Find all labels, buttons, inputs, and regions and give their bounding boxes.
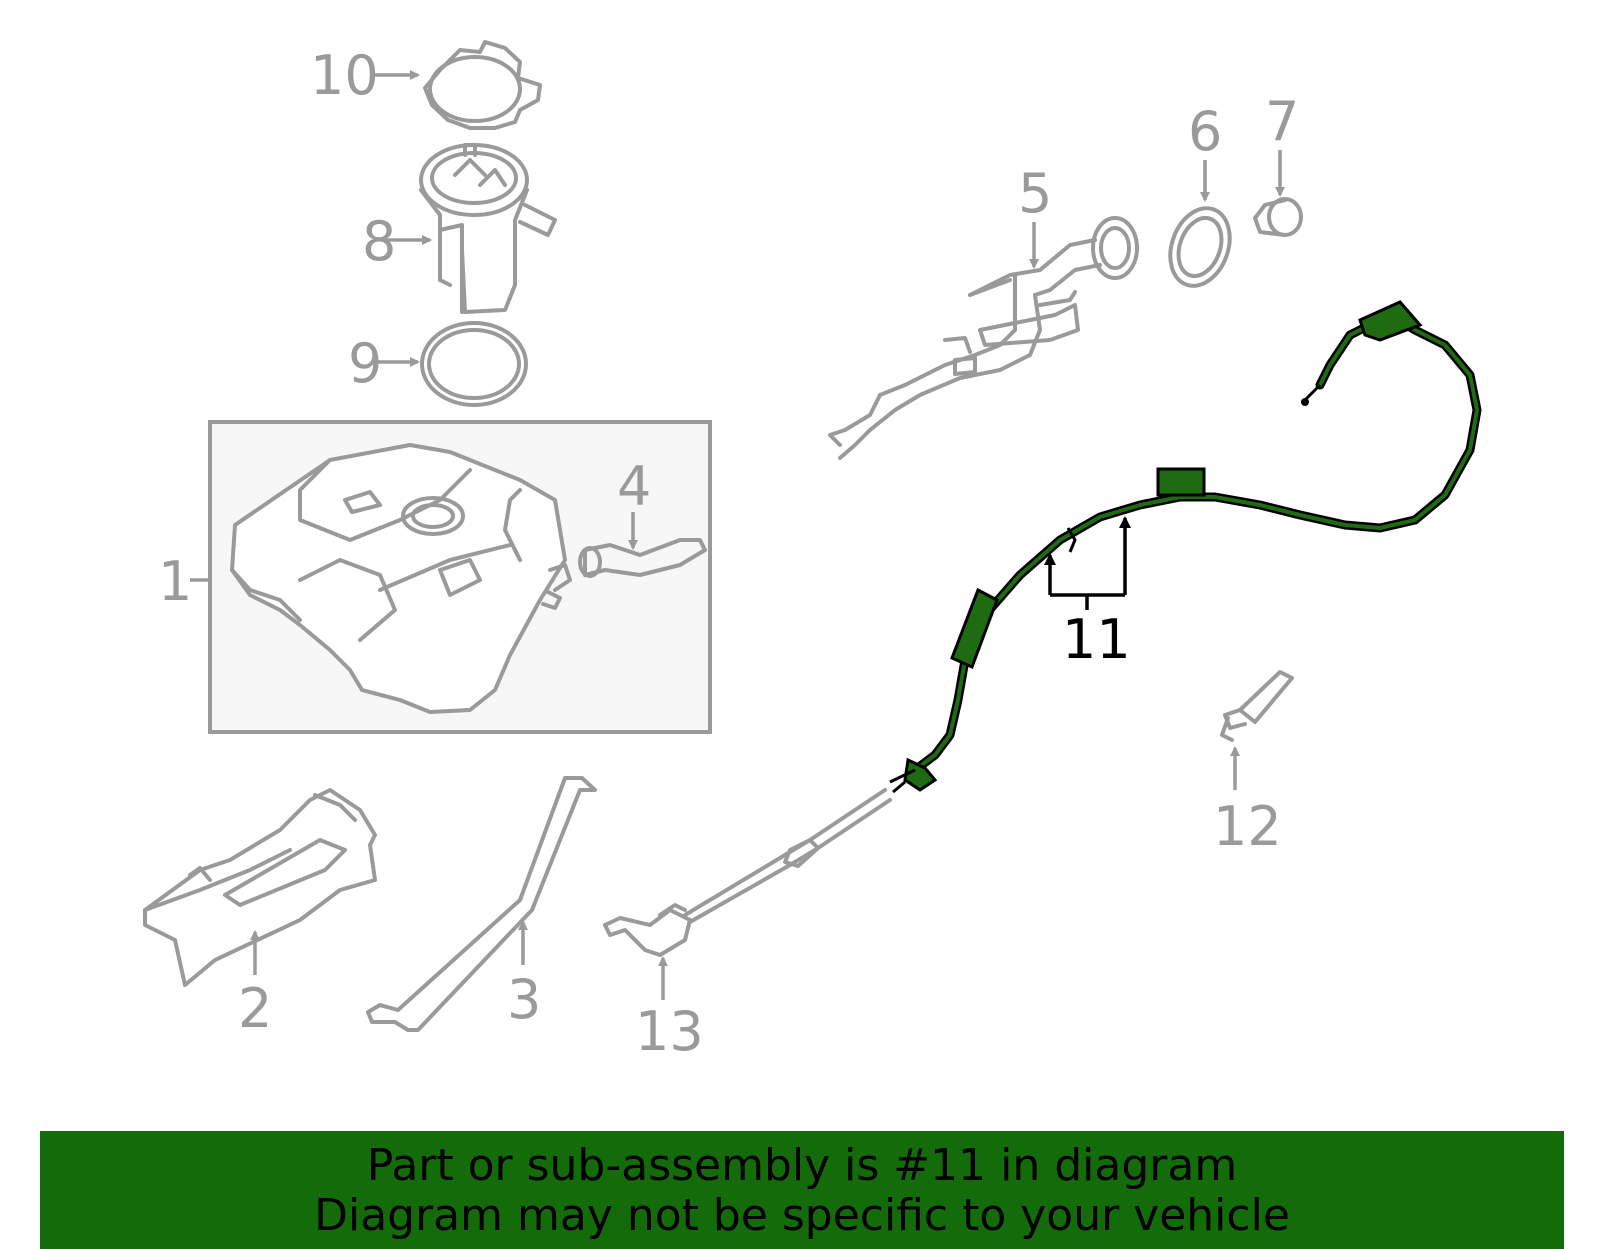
callout-8: 8 xyxy=(362,210,396,273)
part-5-filler-neck xyxy=(828,216,1139,460)
callout-12: 12 xyxy=(1213,795,1282,858)
banner-part-notice: Part or sub-assembly is #11 in diagram xyxy=(366,1140,1238,1191)
part-3-strap xyxy=(366,776,597,1032)
part-7-cap xyxy=(1253,197,1303,237)
part-9-gasket xyxy=(420,321,528,407)
part-4-hose xyxy=(578,538,707,578)
callout-7: 7 xyxy=(1265,90,1299,153)
part-10-lock-ring xyxy=(423,40,542,130)
info-banner: Part or sub-assembly is #11 in diagram D… xyxy=(40,1131,1564,1249)
part-13-release-lever xyxy=(603,788,892,957)
part-2-shield xyxy=(143,788,377,987)
part-6-seal xyxy=(1168,206,1232,288)
callout-11: 11 xyxy=(1062,608,1131,671)
callout-3: 3 xyxy=(507,968,541,1031)
callout-6: 6 xyxy=(1188,100,1222,163)
part-8-fuel-pump xyxy=(419,143,557,314)
callout-9: 9 xyxy=(348,332,382,395)
callout-4: 4 xyxy=(617,455,651,518)
part-11-release-cable xyxy=(889,300,1482,794)
callout-2: 2 xyxy=(238,977,272,1040)
callout-13: 13 xyxy=(635,1000,704,1063)
part-12-clip xyxy=(1220,670,1294,742)
callout-10: 10 xyxy=(310,44,379,107)
banner-disclaimer: Diagram may not be specific to your vehi… xyxy=(314,1190,1290,1241)
part-1-fuel-tank xyxy=(230,443,572,714)
callout-1: 1 xyxy=(158,550,192,613)
callout-5: 5 xyxy=(1018,162,1052,225)
